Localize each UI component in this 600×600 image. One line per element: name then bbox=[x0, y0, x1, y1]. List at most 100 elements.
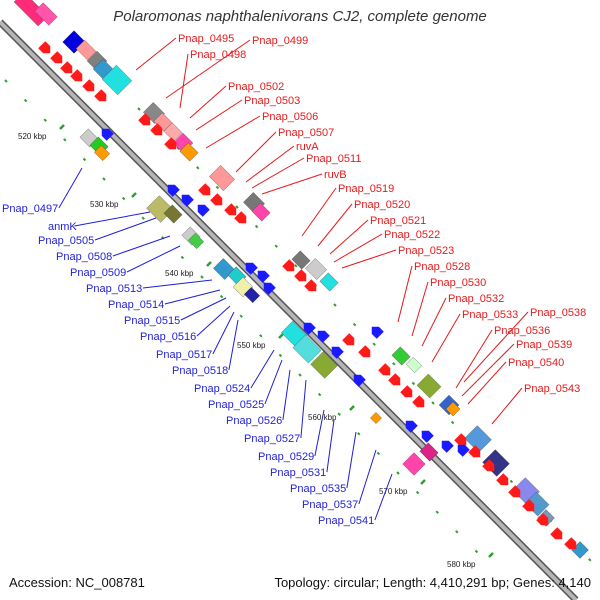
reverse-gene-label: Pnap_0497 bbox=[2, 203, 58, 215]
reverse-label-leader bbox=[358, 449, 377, 505]
forward-label-leader bbox=[235, 131, 277, 173]
forward-gene-label: Pnap_0536 bbox=[494, 325, 550, 337]
forward-label-leader bbox=[135, 37, 177, 71]
reverse-gene-label: Pnap_0531 bbox=[270, 467, 326, 479]
forward-gene-label: Pnap_0528 bbox=[414, 261, 470, 273]
forward-gene-label: Pnap_0532 bbox=[448, 293, 504, 305]
forward-gene-label: Pnap_0502 bbox=[228, 81, 284, 93]
forward-gene-label: Pnap_0538 bbox=[530, 307, 586, 319]
gene-feature bbox=[163, 122, 183, 142]
minor-tick bbox=[219, 294, 224, 299]
reverse-label-leader bbox=[180, 297, 227, 321]
minor-tick bbox=[259, 334, 263, 338]
forward-gene-arrow bbox=[536, 513, 549, 526]
forward-gene-arrow bbox=[522, 499, 535, 512]
reverse-gene-label: Pnap_0525 bbox=[208, 399, 264, 411]
reverse-label-leader bbox=[264, 359, 283, 405]
forward-gene-arrow bbox=[496, 473, 509, 486]
minor-tick bbox=[43, 118, 47, 122]
minor-tick bbox=[215, 185, 220, 190]
forward-gene-arrow bbox=[564, 537, 577, 550]
forward-gene-arrow bbox=[412, 395, 425, 408]
gene-feature bbox=[209, 165, 235, 191]
forward-label-leader bbox=[455, 329, 493, 389]
reverse-gene-label: Pnap_0508 bbox=[56, 251, 112, 263]
forward-gene-label: Pnap_0511 bbox=[306, 153, 361, 165]
reverse-label-leader bbox=[74, 211, 151, 227]
minor-tick bbox=[435, 510, 439, 514]
forward-label-leader bbox=[397, 265, 413, 323]
forward-gene-arrow bbox=[50, 51, 63, 64]
reverse-gene-label: Pnap_0518 bbox=[172, 365, 228, 377]
forward-label-leader bbox=[463, 311, 529, 383]
gene-feature bbox=[34, 2, 58, 26]
forward-label-leader bbox=[329, 219, 369, 255]
forward-label-leader bbox=[467, 361, 507, 405]
genome-stats-text: Topology: circular; Length: 4,410,291 bp… bbox=[274, 575, 591, 590]
label-leader-group bbox=[58, 37, 529, 521]
gene-feature bbox=[406, 357, 422, 373]
reverse-label-leader bbox=[164, 289, 221, 305]
kbp-tick-mark bbox=[206, 261, 212, 267]
reverse-gene-label: Pnap_0517 bbox=[156, 349, 212, 361]
reverse-gene-label: anmK bbox=[48, 221, 77, 233]
kbp-tick-mark bbox=[349, 405, 355, 411]
reverse-gene-arrow bbox=[421, 430, 434, 443]
reverse-gene-label: Pnap_0526 bbox=[226, 415, 282, 427]
forward-gene-arrow bbox=[454, 433, 467, 446]
forward-label-leader bbox=[245, 145, 295, 183]
minor-tick bbox=[392, 362, 396, 366]
gene-feature bbox=[391, 346, 411, 366]
minor-tick bbox=[294, 264, 298, 268]
forward-gene-label: Pnap_0519 bbox=[338, 183, 394, 195]
gene-feature bbox=[251, 202, 271, 222]
minor-tick bbox=[200, 275, 204, 279]
forward-gene-label: Pnap_0499 bbox=[252, 35, 308, 47]
forward-gene-label: Pnap_0522 bbox=[384, 229, 440, 241]
forward-gene-arrow bbox=[164, 137, 177, 150]
reverse-label-leader bbox=[250, 349, 275, 389]
forward-gene-label: Pnap_0521 bbox=[370, 215, 426, 227]
forward-gene-arrow bbox=[378, 363, 391, 376]
forward-gene-arrow bbox=[468, 445, 481, 458]
forward-gene-label: Pnap_0523 bbox=[398, 245, 454, 257]
minor-tick bbox=[396, 471, 400, 475]
forward-gene-label: ruvB bbox=[324, 169, 347, 181]
forward-label-leader bbox=[165, 39, 251, 99]
forward-gene-arrow bbox=[342, 333, 355, 346]
forward-gene-arrow bbox=[82, 79, 95, 92]
kbp-tick-label: 580 kbp bbox=[447, 560, 476, 569]
reverse-gene-arrow bbox=[181, 194, 194, 207]
gene-feature bbox=[13, 0, 49, 27]
reverse-gene-arrow bbox=[371, 326, 384, 339]
reverse-gene-arrow bbox=[263, 282, 276, 295]
reverse-label-leader bbox=[374, 473, 393, 521]
forward-gene-label: Pnap_0503 bbox=[244, 95, 300, 107]
genome-backbone-highlight bbox=[0, 20, 578, 600]
kbp-tick-label: 520 kbp bbox=[18, 132, 47, 141]
reverse-label-leader bbox=[314, 409, 325, 457]
minor-tick bbox=[63, 138, 67, 142]
forward-gene-arrow bbox=[234, 211, 247, 224]
minor-tick bbox=[239, 314, 243, 318]
minor-tick bbox=[82, 157, 87, 162]
reverse-label-leader bbox=[300, 379, 307, 439]
reverse-gene-label: Pnap_0541 bbox=[318, 515, 374, 527]
reverse-gene-label: Pnap_0513 bbox=[86, 283, 142, 295]
reverse-gene-arrow bbox=[353, 374, 366, 387]
gene-feature bbox=[244, 287, 260, 303]
minor-tick bbox=[509, 479, 514, 484]
gene-feature bbox=[402, 452, 426, 476]
gene-feature bbox=[101, 64, 133, 96]
reverse-label-leader bbox=[126, 245, 181, 273]
forward-gene-label: Pnap_0507 bbox=[278, 127, 334, 139]
kbp-tick-mark bbox=[131, 192, 137, 198]
reverse-gene-arrow bbox=[101, 128, 114, 141]
kbp-tick-label: 570 kbp bbox=[379, 487, 408, 496]
gene-feature bbox=[370, 412, 382, 424]
forward-gene-arrow bbox=[304, 279, 317, 292]
minor-tick bbox=[274, 244, 278, 248]
reverse-label-leader bbox=[112, 235, 171, 257]
reverse-gene-label: Pnap_0529 bbox=[258, 451, 314, 463]
forward-label-leader bbox=[261, 173, 323, 195]
